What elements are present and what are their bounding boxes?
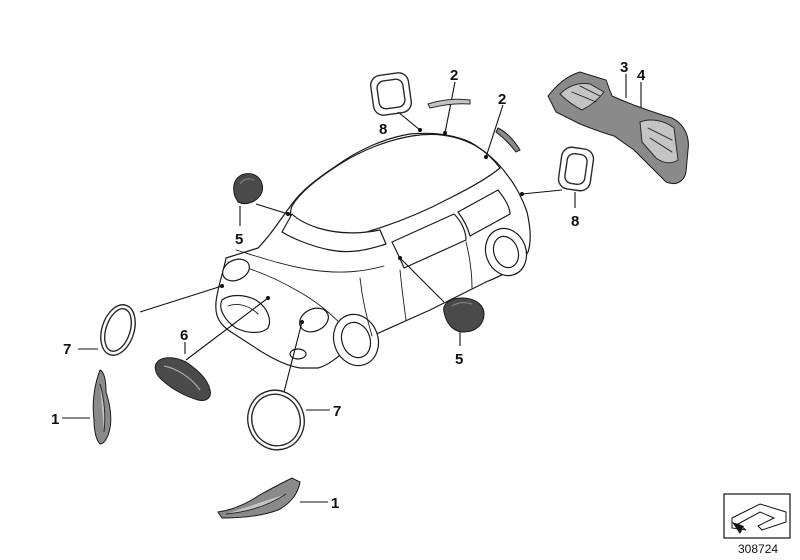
mirror-cap-left — [233, 173, 263, 205]
callout-5-right: 5 — [455, 351, 463, 368]
rear-bumper-trim-part — [547, 71, 689, 185]
callout-2-spoiler-left: 2 — [450, 67, 458, 84]
roof-spoiler-trim-right — [495, 127, 521, 153]
window-frame-part — [369, 72, 413, 116]
window-frame-part-right — [557, 146, 595, 192]
callout-6: 6 — [180, 327, 188, 344]
headlight-ring-bottom — [247, 389, 305, 451]
callout-3: 3 — [620, 59, 628, 76]
callout-1-left: 1 — [51, 411, 59, 428]
grille-trim-part — [154, 357, 211, 401]
mirror-cap-right — [443, 297, 485, 333]
callout-2-spoiler-right: 2 — [498, 91, 506, 108]
callout-7-bottom: 7 — [333, 403, 341, 420]
headlight-ring-left — [100, 304, 136, 356]
bumper-trim-left — [92, 369, 112, 445]
callout-5-left: 5 — [235, 231, 243, 248]
leader-lines — [62, 74, 642, 503]
callout-8-right: 8 — [571, 213, 579, 230]
orientation-icon — [723, 493, 791, 539]
callout-7-left: 7 — [63, 341, 71, 358]
bumper-trim-bottom — [217, 477, 301, 519]
callout-8-top: 8 — [379, 121, 387, 138]
callout-1-bottom: 1 — [331, 495, 339, 512]
document-number: 308724 — [738, 542, 778, 556]
roof-spoiler-trim-left — [427, 98, 471, 109]
callout-4: 4 — [637, 67, 646, 84]
car-illustration — [215, 132, 531, 369]
callout-labels: 2 2 3 4 8 8 5 5 6 7 7 1 1 — [51, 59, 646, 512]
